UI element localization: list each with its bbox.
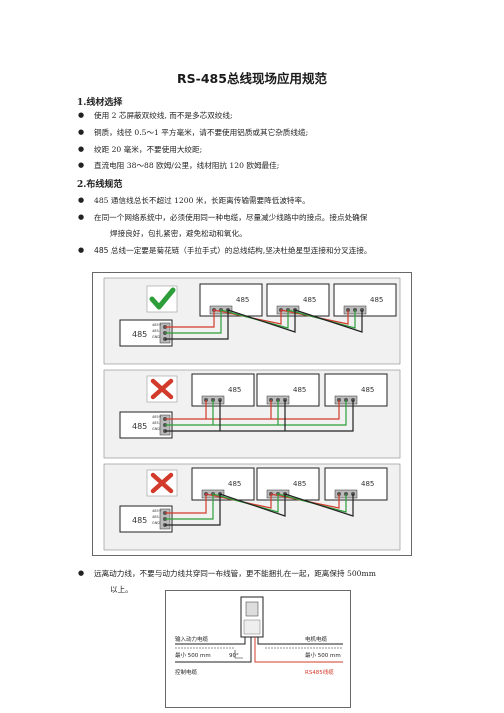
terminal-label: 485-	[152, 329, 161, 333]
section1-heading: 1.线材选择	[77, 98, 123, 108]
cable-separation-diagram: 输入动力电缆 最小 500 mm 控制电缆 90° 电机电缆 最小 500 mm…	[165, 590, 351, 708]
terminal-label: 485+	[152, 415, 162, 419]
list-item: 485 总线一定要是菊花链（手拉手式）的总线结构,坚决杜绝星型连接和分叉连接。	[78, 245, 371, 256]
list-item-continuation: 以上。	[110, 585, 133, 594]
motor-cable-label: 电机电缆	[305, 635, 328, 643]
terminal-label: GND	[152, 335, 160, 339]
cross-icon	[150, 378, 174, 400]
terminal-label: 485-	[152, 421, 161, 425]
node-label: 485	[228, 480, 241, 488]
list-item: 使用 2 芯屏蔽双绞线, 而不是多芯双绞线;	[78, 110, 232, 121]
angle-label: 90°	[229, 653, 239, 659]
min-500-left-label: 最小 500 mm	[175, 651, 211, 659]
node-label: 485	[236, 296, 249, 304]
master-label: 485	[132, 516, 147, 525]
list-item: 485 通信线总长不超过 1200 米，长距离传输需要降低波特率。	[78, 195, 310, 206]
node-label: 485	[293, 480, 306, 488]
rs485-cable-label: RS485线缆	[305, 668, 334, 676]
page-title: RS-485总线现场应用规范	[177, 71, 327, 86]
list-item: 远离动力线，不要与动力线共穿同一布线管，更不能捆扎在一起，距离保持 500mm	[78, 568, 376, 579]
list-item: 铜质，线径 0.5～1 平方毫米，请不要使用铝质或其它杂质线缆;	[78, 127, 308, 138]
list-item-continuation: 焊接良好，包扎紧密，避免松动和氧化。	[110, 229, 247, 238]
list-item: 直流电阻 38～88 欧姆/公里，线材阻抗 120 欧姆最佳;	[78, 160, 279, 171]
min-500-right-label: 最小 500 mm	[305, 651, 341, 659]
control-cable-label: 控制电缆	[175, 668, 198, 676]
terminal-label: GND	[152, 521, 160, 525]
node-label: 485	[303, 296, 316, 304]
terminal-label: 485+	[152, 509, 162, 513]
terminal-label: 485+	[152, 323, 162, 327]
node-label: 485	[293, 386, 306, 394]
master-label: 485	[132, 422, 147, 431]
list-item: 在同一个网络系统中，必须使用同一种电缆，尽量减少线路中的接点。接点处确保	[78, 212, 367, 223]
node-label: 485	[228, 386, 241, 394]
section2-heading: 2.布线规范	[77, 180, 123, 190]
cross-icon	[150, 472, 174, 494]
list-item: 绞距 20 毫米，不要使用大绞距;	[78, 144, 202, 155]
terminal-label: GND	[152, 427, 160, 431]
daisy-chain-wiring-diagram: 485 485 485 485 485+ 485- GND 485 485 48…	[92, 272, 412, 556]
input-power-label: 输入动力电缆	[175, 635, 209, 643]
node-label: 485	[361, 386, 374, 394]
terminal-label: 485-	[152, 515, 161, 519]
check-icon	[149, 287, 176, 310]
node-label: 485	[361, 480, 374, 488]
node-label: 485	[370, 296, 383, 304]
master-label: 485	[132, 330, 147, 339]
